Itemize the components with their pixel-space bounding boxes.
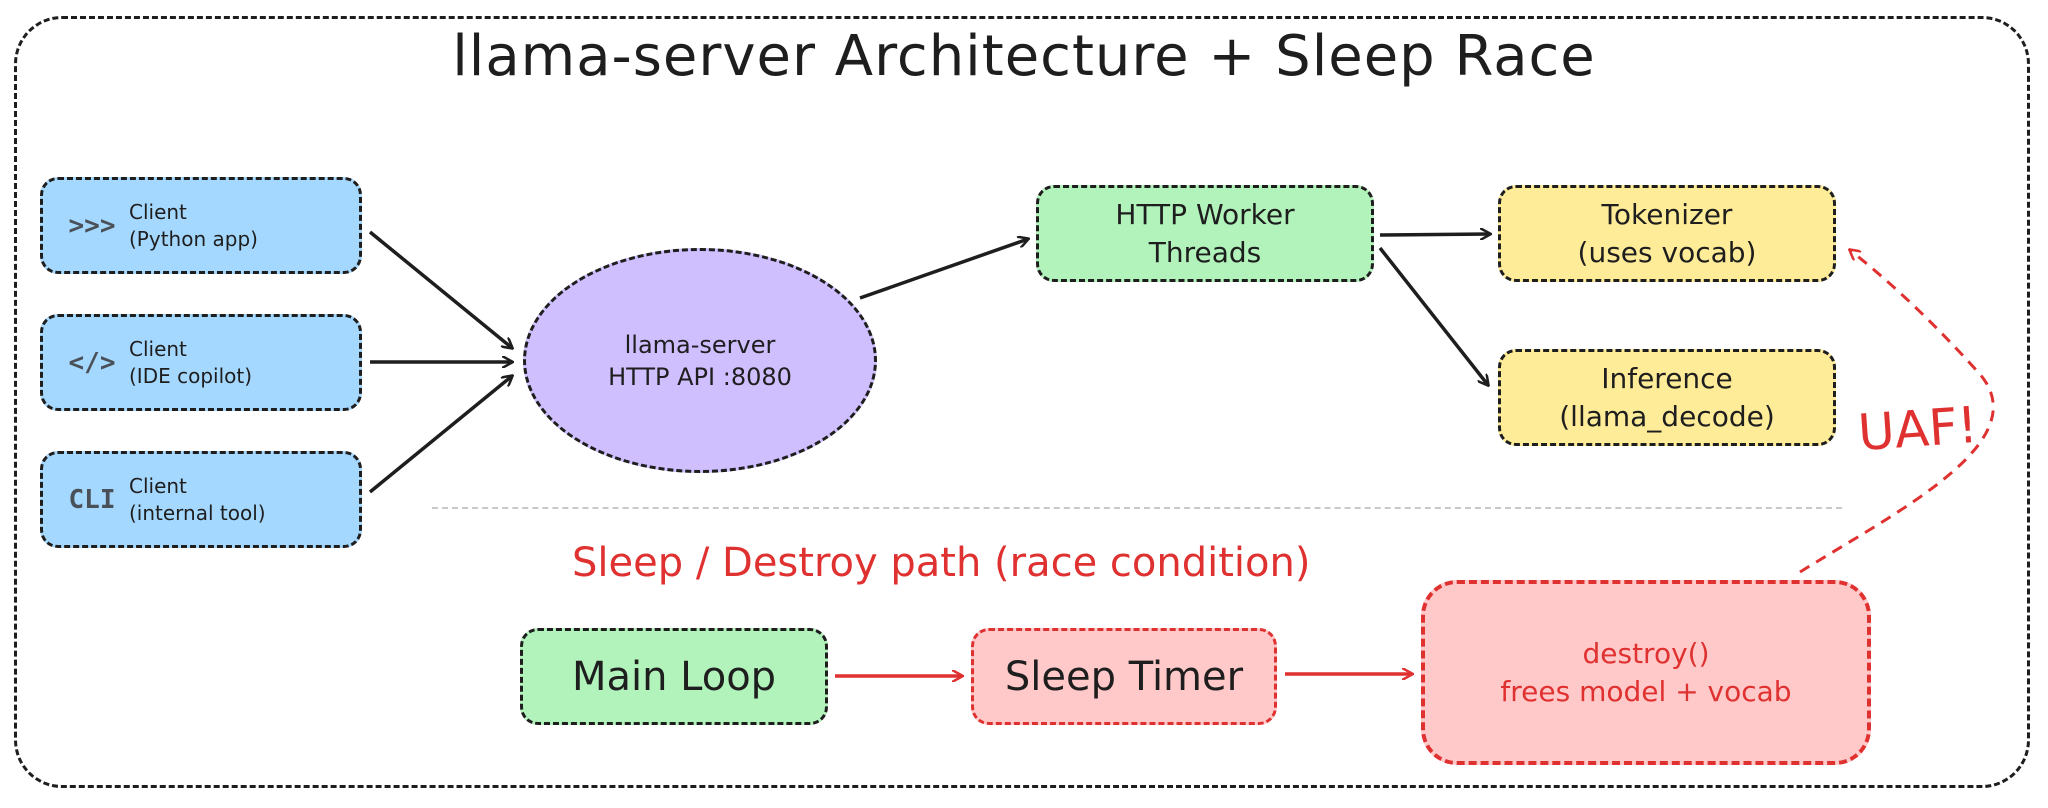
client-ide-copilot: </> Client (IDE copilot) (40, 314, 362, 411)
tokenizer-node: Tokenizer (uses vocab) (1498, 185, 1836, 282)
client-internal-tool: CLI Client (internal tool) (40, 451, 362, 548)
section-divider (432, 507, 1842, 509)
http-worker-threads-node: HTTP Worker Threads (1036, 185, 1374, 282)
arrow-workers-to-tokenizer (1379, 234, 1490, 235)
outer-frame (14, 16, 2030, 788)
client-label: Client (internal tool) (129, 473, 266, 525)
sleep-timer-node: Sleep Timer (971, 628, 1277, 725)
client-label: Client (IDE copilot) (129, 336, 253, 388)
client-label: Client (Python app) (129, 199, 258, 251)
llama-server-node: llama-server HTTP API :8080 (523, 248, 877, 473)
diagram-title: llama-server Architecture + Sleep Race (452, 24, 1596, 89)
arrow-server-to-workers (859, 239, 1028, 300)
sleep-destroy-section-label: Sleep / Destroy path (race condition) (572, 540, 1311, 586)
arrow-destroy-to-tokenizer-uaf (1799, 250, 1995, 574)
main-loop-node: Main Loop (520, 628, 828, 725)
inference-node: Inference (llama_decode) (1498, 349, 1836, 446)
python-prompt-icon: >>> (68, 210, 116, 241)
destroy-node: destroy() frees model + vocab (1421, 580, 1871, 765)
arrow-client1-to-server (368, 230, 512, 348)
arrow-client3-to-server (368, 376, 512, 494)
arrow-workers-to-inference (1378, 246, 1488, 385)
cli-icon: CLI (68, 484, 116, 515)
client-python-app: >>> Client (Python app) (40, 177, 362, 274)
code-brackets-icon: </> (68, 347, 116, 378)
